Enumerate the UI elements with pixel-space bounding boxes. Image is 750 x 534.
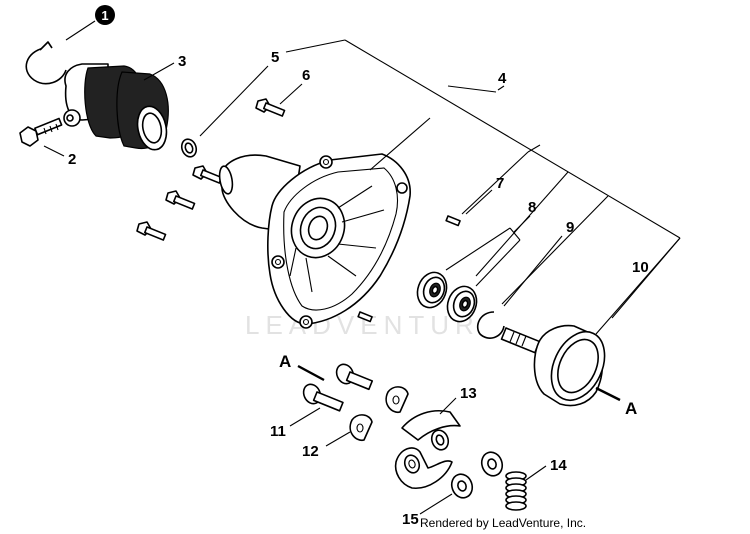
leader-5 <box>199 65 269 137</box>
label-4: 4 <box>498 70 507 87</box>
leader-11 <box>289 407 321 427</box>
leader-callout <box>65 20 96 41</box>
bearing-8-b <box>446 285 478 323</box>
label-14: 14 <box>550 457 567 474</box>
leader-8-b <box>475 239 521 287</box>
leader-4-b <box>461 151 529 215</box>
leader-8-a <box>445 227 511 271</box>
bracket-4-tick <box>497 85 505 91</box>
snap-ring <box>25 47 67 85</box>
leader-3 <box>143 62 175 81</box>
bolt-2 <box>19 117 63 147</box>
washer-5 <box>180 138 198 158</box>
label-12: 12 <box>302 443 319 460</box>
bracket-4 <box>344 39 681 239</box>
screw-6-d <box>136 221 167 241</box>
leader-12 <box>325 431 351 447</box>
pin-7-b <box>357 311 373 323</box>
label-9: 9 <box>566 219 574 236</box>
clutch-shoe <box>394 410 461 489</box>
pin-7-a <box>445 215 461 227</box>
label-7: 7 <box>496 175 504 192</box>
shoulder-bolt-11-a <box>335 363 374 391</box>
marker-a-right: A <box>625 399 637 418</box>
washer-15-b <box>450 473 474 499</box>
shoulder-bolt-11-b <box>302 383 344 412</box>
label-6: 6 <box>302 67 310 84</box>
leader-15 <box>419 493 453 515</box>
label-15: 15 <box>402 511 419 528</box>
leader-7 <box>465 189 493 215</box>
washer-15-a <box>480 451 504 477</box>
bracket-4-top <box>285 39 346 53</box>
label-13: 13 <box>460 385 477 402</box>
label-8: 8 <box>528 199 536 216</box>
screw-6-a <box>255 98 286 117</box>
label-11: 11 <box>270 423 286 440</box>
leader-2 <box>43 145 65 157</box>
screw-6-b <box>192 165 223 184</box>
spring-14 <box>505 471 527 511</box>
label-5: 5 <box>271 49 279 66</box>
bearing-8-a <box>416 271 448 309</box>
circlip-9 <box>476 311 505 339</box>
washer-12-b <box>349 414 373 442</box>
shaft-coupler <box>63 63 169 151</box>
leader-6 <box>279 83 303 105</box>
label-2: 2 <box>68 151 76 168</box>
callout-number: 1 <box>101 8 108 23</box>
credit-text: Rendered by LeadVenture, Inc. <box>420 516 586 530</box>
marker-a-left: A <box>279 352 291 371</box>
label-3: 3 <box>178 53 186 70</box>
leader-13 <box>439 397 457 415</box>
gear-case <box>218 153 411 329</box>
washer-12-a <box>385 386 409 414</box>
leader-14 <box>525 465 547 481</box>
leader-9 <box>503 235 563 307</box>
clutch-drum <box>500 324 606 407</box>
leader-4-a <box>369 117 431 171</box>
label-10: 10 <box>632 259 649 276</box>
leader-4-d <box>501 195 609 305</box>
callout-badge: 1 <box>95 5 115 25</box>
screw-6-c <box>165 190 196 210</box>
